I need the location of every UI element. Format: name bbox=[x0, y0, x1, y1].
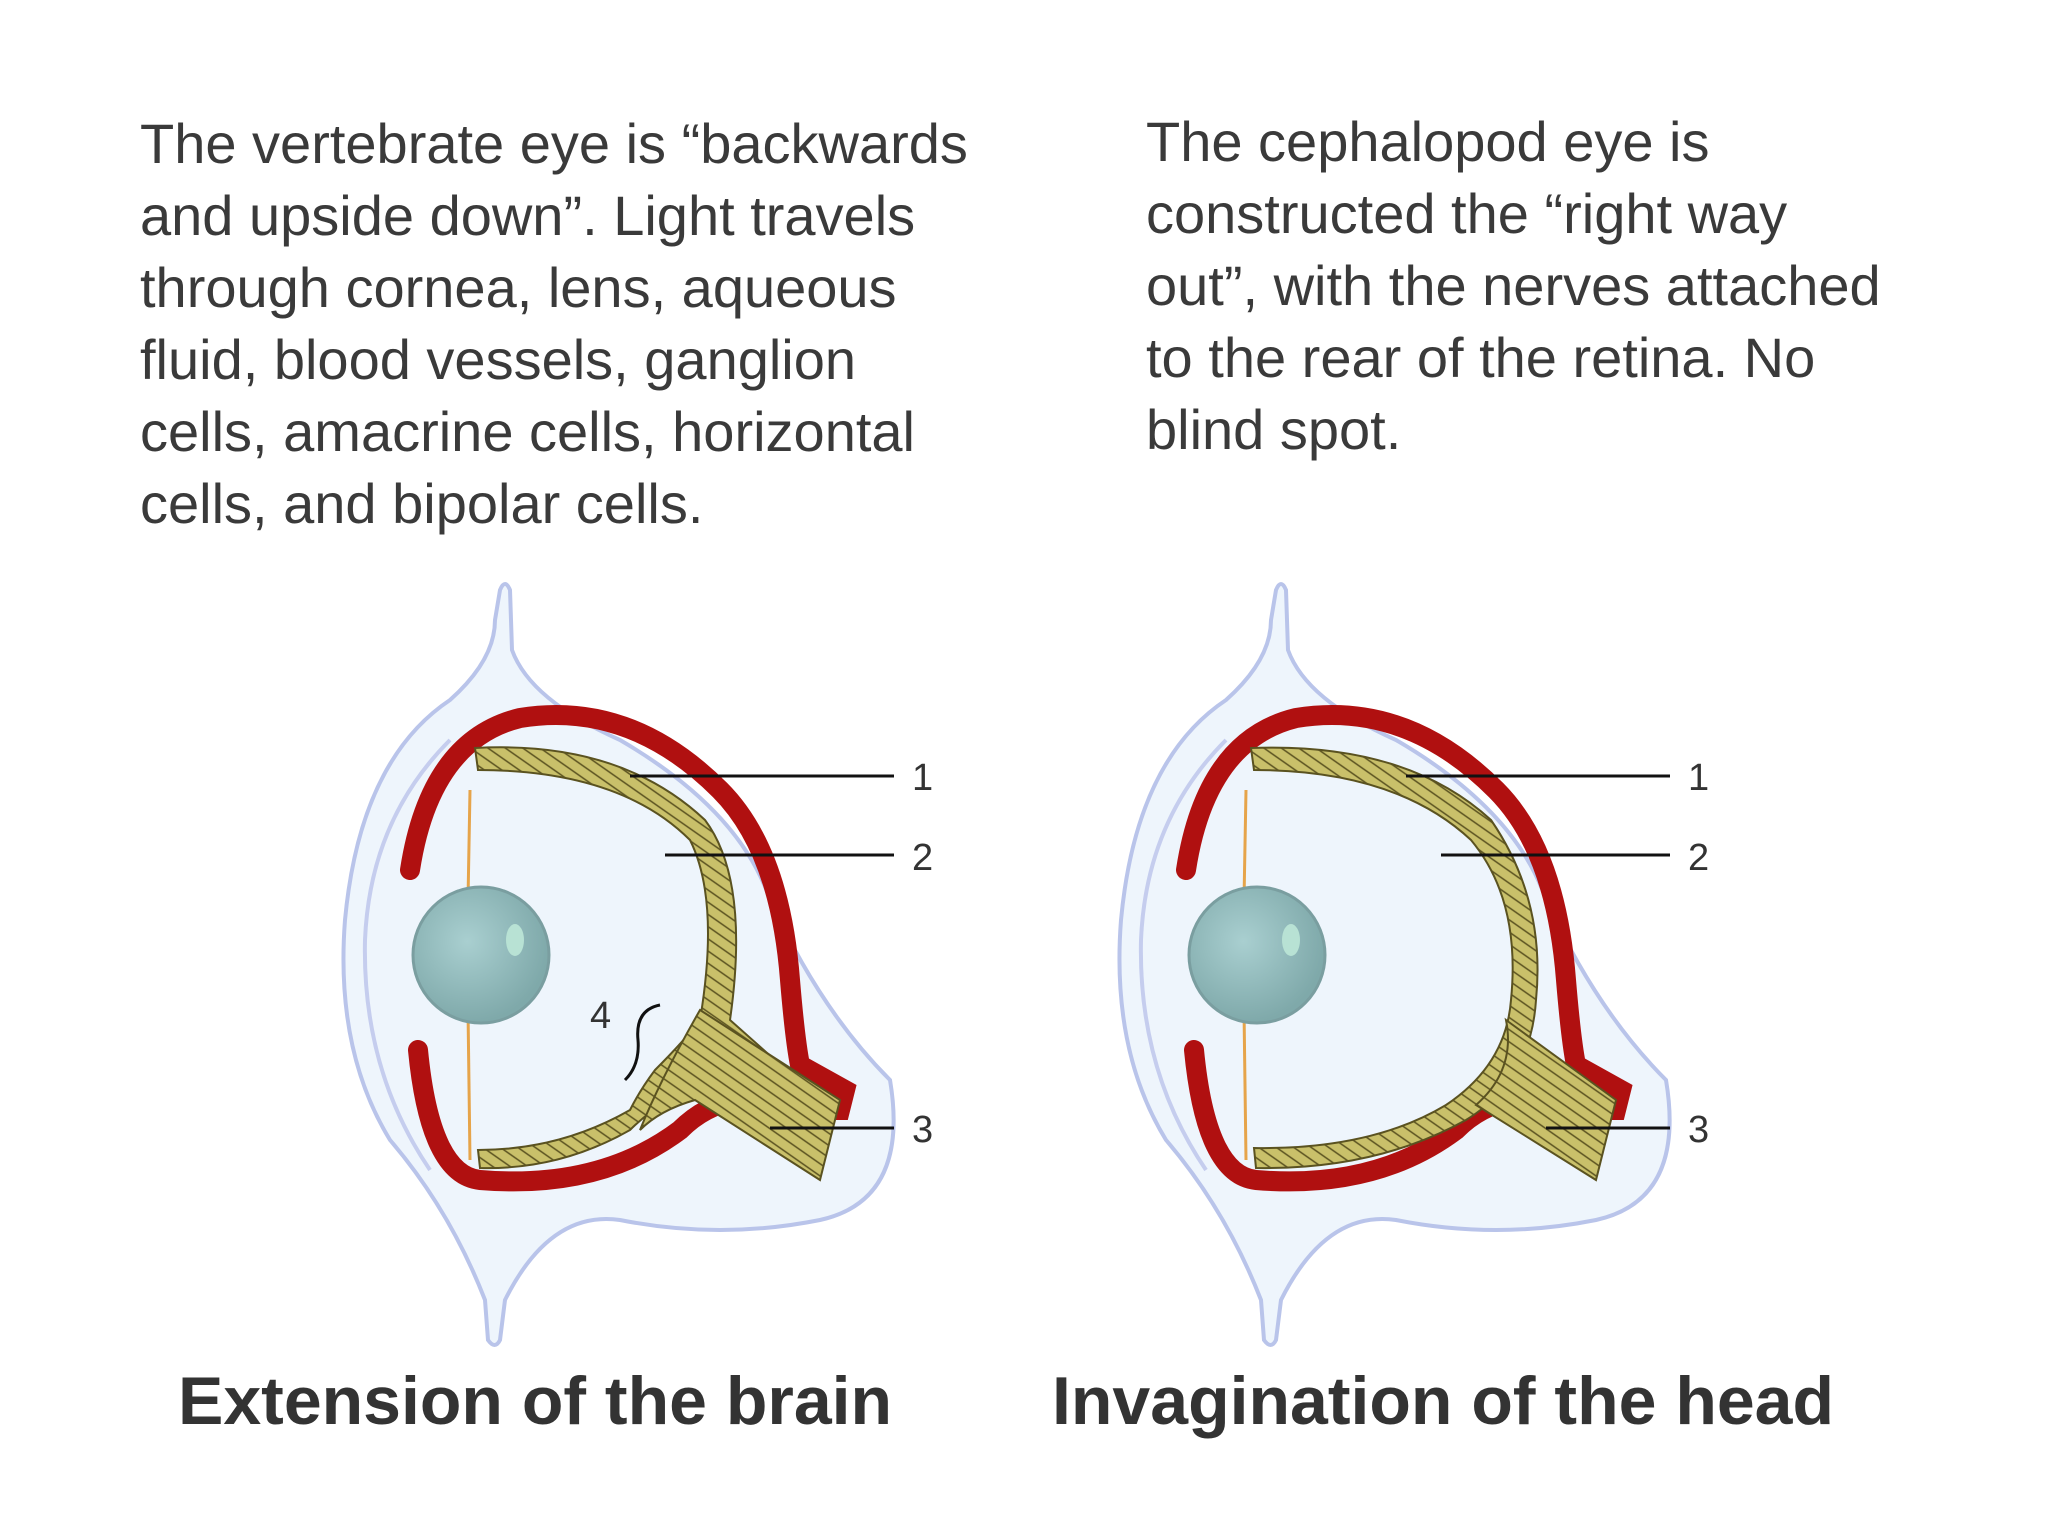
vertebrate-description: The vertebrate eye is “backwards and ups… bbox=[140, 112, 968, 535]
lens bbox=[1187, 885, 1327, 1025]
vertebrate-eye-diagram: 1 2 3 4 bbox=[341, 582, 933, 1347]
cephalopod-caption: Invagination of the head bbox=[1052, 1363, 1835, 1439]
label-1: 1 bbox=[912, 757, 933, 799]
label-4: 4 bbox=[590, 995, 611, 1037]
label-3: 3 bbox=[1688, 1109, 1709, 1151]
label-2: 2 bbox=[1688, 837, 1709, 879]
retina bbox=[1249, 746, 1539, 1170]
label-3: 3 bbox=[912, 1109, 933, 1151]
optic-nerve bbox=[1474, 1017, 1618, 1182]
lens bbox=[411, 885, 551, 1025]
choroid-layer bbox=[400, 705, 857, 1192]
choroid-layer bbox=[1176, 705, 1633, 1192]
cephalopod-description: The cephalopod eye is constructed the “r… bbox=[1146, 110, 1881, 461]
label-1: 1 bbox=[1688, 757, 1709, 799]
vertebrate-caption: Extension of the brain bbox=[178, 1363, 893, 1439]
label-2: 2 bbox=[912, 837, 933, 879]
cephalopod-eye-diagram: 1 2 3 bbox=[1117, 582, 1709, 1347]
optic-nerve bbox=[639, 1008, 842, 1182]
